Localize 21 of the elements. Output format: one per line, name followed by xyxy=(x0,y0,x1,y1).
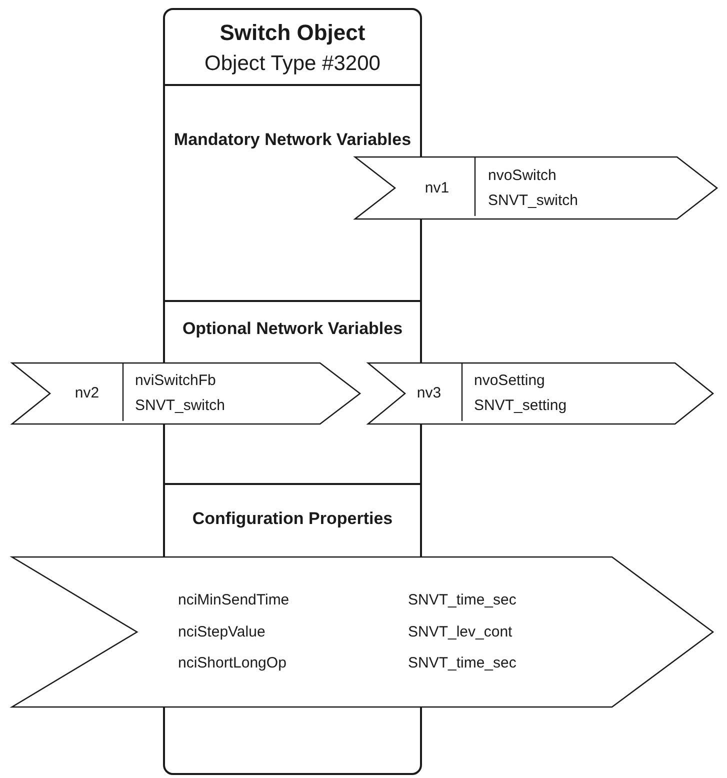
variable-label: nciMinSendTime xyxy=(178,590,290,610)
variable-label: nv1 xyxy=(424,178,450,198)
chevron-shape xyxy=(12,557,713,707)
section-heading: Mandatory Network Variables xyxy=(172,130,412,150)
chevron-shape xyxy=(355,157,717,219)
section-heading: Configuration Properties xyxy=(191,509,394,529)
variable-label: nvoSwitch SNVT_switch xyxy=(488,166,580,211)
variable-label: nviSwitchFb SNVT_switch xyxy=(135,371,226,416)
variable-label: SNVT_time_sec xyxy=(408,590,516,610)
variable-label: nv2 xyxy=(74,384,100,404)
variable-label: SNVT_time_sec xyxy=(408,654,516,674)
variable-label: nv3 xyxy=(416,384,442,404)
variable-label: SNVT_lev_cont xyxy=(408,622,512,642)
object-title: Switch Object xyxy=(218,20,366,46)
object-type: Object Type #3200 xyxy=(204,52,382,76)
variable-label: nvoSetting SNVT_setting xyxy=(474,371,568,416)
section-heading: Optional Network Variables xyxy=(181,319,404,339)
variable-label: nciStepValue xyxy=(178,622,266,642)
variable-label: nciShortLongOp xyxy=(178,654,286,674)
chevron-shape xyxy=(12,363,360,424)
chevron-shape xyxy=(368,363,713,424)
